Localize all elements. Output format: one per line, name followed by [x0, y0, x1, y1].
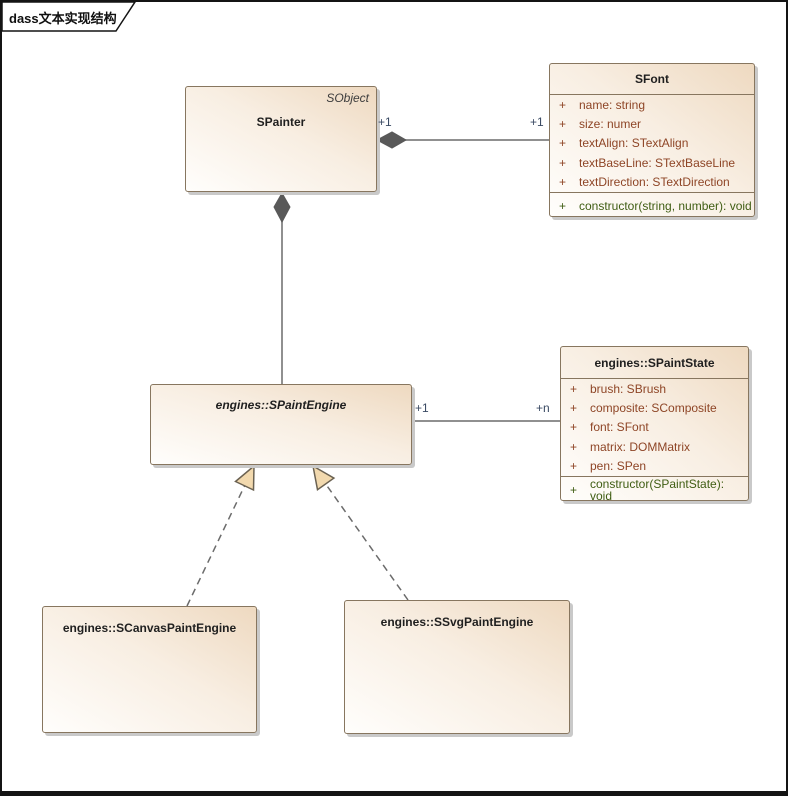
parent-class-tag: SObject — [326, 91, 369, 105]
attribute-text: brush: SBrush — [590, 381, 667, 396]
composition-diamond-spainter-spaintengine — [273, 191, 291, 224]
title-compartment: SFont — [550, 64, 754, 94]
realization-arrowhead-scanvas — [234, 464, 255, 492]
class-name-spaintstate: engines::SPaintState — [594, 355, 715, 370]
visibility-marker: + — [570, 459, 578, 474]
attribute-row: + textDirection: STextDirection — [550, 176, 754, 188]
attribute-text: size: numer — [579, 117, 642, 132]
attribute-text: textAlign: STextAlign — [579, 136, 689, 151]
visibility-marker: + — [570, 420, 578, 435]
visibility-marker: + — [559, 155, 567, 170]
class-name-sfont: SFont — [635, 72, 669, 86]
attributes-compartment: + brush: SBrush + composite: SComposite … — [561, 378, 748, 476]
attribute-text: font: SFont — [590, 420, 649, 435]
operations-compartment: + constructor(string, number): void — [550, 192, 754, 218]
diagram-frame-tab: dass文本实现结构 — [9, 11, 117, 26]
operation-text: constructor(string, number): void — [579, 198, 752, 213]
attribute-text: name: string — [579, 97, 646, 112]
visibility-marker: + — [559, 175, 567, 190]
attribute-row: + composite: SComposite — [561, 402, 748, 414]
visibility-marker: + — [570, 401, 578, 416]
class-name-ssvgpaintengine: engines::SSvgPaintEngine — [380, 615, 534, 629]
class-box-spaintengine[interactable]: engines::SPaintEngine — [150, 384, 412, 465]
attributes-compartment: + name: string + size: numer + textAlign… — [550, 94, 754, 192]
attribute-row: + textAlign: STextAlign — [550, 137, 754, 149]
class-name-spaintengine: engines::SPaintEngine — [215, 398, 347, 412]
realization-line-ssvg[interactable] — [325, 483, 409, 601]
attribute-text: pen: SPen — [590, 459, 647, 474]
attribute-text: matrix: DOMMatrix — [590, 439, 690, 454]
attribute-text: composite: SComposite — [590, 401, 717, 416]
attribute-row: + name: string — [550, 99, 754, 111]
title-compartment: engines::SPaintState — [561, 347, 748, 378]
operations-compartment: + constructor(SPaintState): void — [561, 476, 748, 502]
attribute-row: + textBaseLine: STextBaseLine — [550, 157, 754, 169]
visibility-marker: + — [570, 439, 578, 454]
visibility-marker: + — [559, 97, 567, 112]
attribute-row: + size: numer — [550, 118, 754, 130]
visibility-marker: + — [559, 198, 567, 213]
frame-tab-shape — [2, 2, 136, 32]
class-box-sfont[interactable]: SFont + name: string + size: numer + tex… — [549, 63, 755, 217]
attribute-row: + pen: SPen — [561, 460, 748, 472]
multiplicity-label-sfont-end: +1 — [530, 115, 544, 129]
visibility-marker: + — [570, 381, 578, 396]
operation-row: + constructor(SPaintState): void — [561, 478, 748, 502]
realization-line-scanvas[interactable] — [186, 485, 246, 607]
visibility-marker: + — [559, 136, 567, 151]
class-name-scanvaspaintengine: engines::SCanvasPaintEngine — [62, 621, 237, 635]
class-box-scanvaspaintengine[interactable]: engines::SCanvasPaintEngine — [42, 606, 257, 733]
class-name-spainter: SPainter — [256, 115, 306, 129]
attribute-row: + brush: SBrush — [561, 383, 748, 395]
visibility-marker: + — [570, 482, 578, 497]
attribute-text: textDirection: STextDirection — [579, 175, 730, 190]
multiplicity-label-spaintengine-end: +1 — [415, 401, 429, 415]
attribute-row: + font: SFont — [561, 421, 748, 433]
operation-text: constructor(SPaintState): void — [590, 476, 725, 503]
multiplicity-label-spainter-end: +1 — [378, 115, 392, 129]
attribute-row: + matrix: DOMMatrix — [561, 441, 748, 453]
multiplicity-label-spaintstate-end: +n — [536, 401, 550, 415]
composition-diamond-spainter-sfont — [375, 131, 408, 149]
visibility-marker: + — [559, 117, 567, 132]
class-box-spainter[interactable]: SObject SPainter — [185, 86, 377, 192]
attribute-text: textBaseLine: STextBaseLine — [579, 155, 736, 170]
realization-arrowhead-ssvg — [311, 464, 336, 491]
operation-row: + constructor(string, number): void — [550, 200, 754, 212]
class-box-spaintstate[interactable]: engines::SPaintState + brush: SBrush + c… — [560, 346, 749, 502]
class-box-ssvgpaintengine[interactable]: engines::SSvgPaintEngine — [344, 600, 570, 734]
